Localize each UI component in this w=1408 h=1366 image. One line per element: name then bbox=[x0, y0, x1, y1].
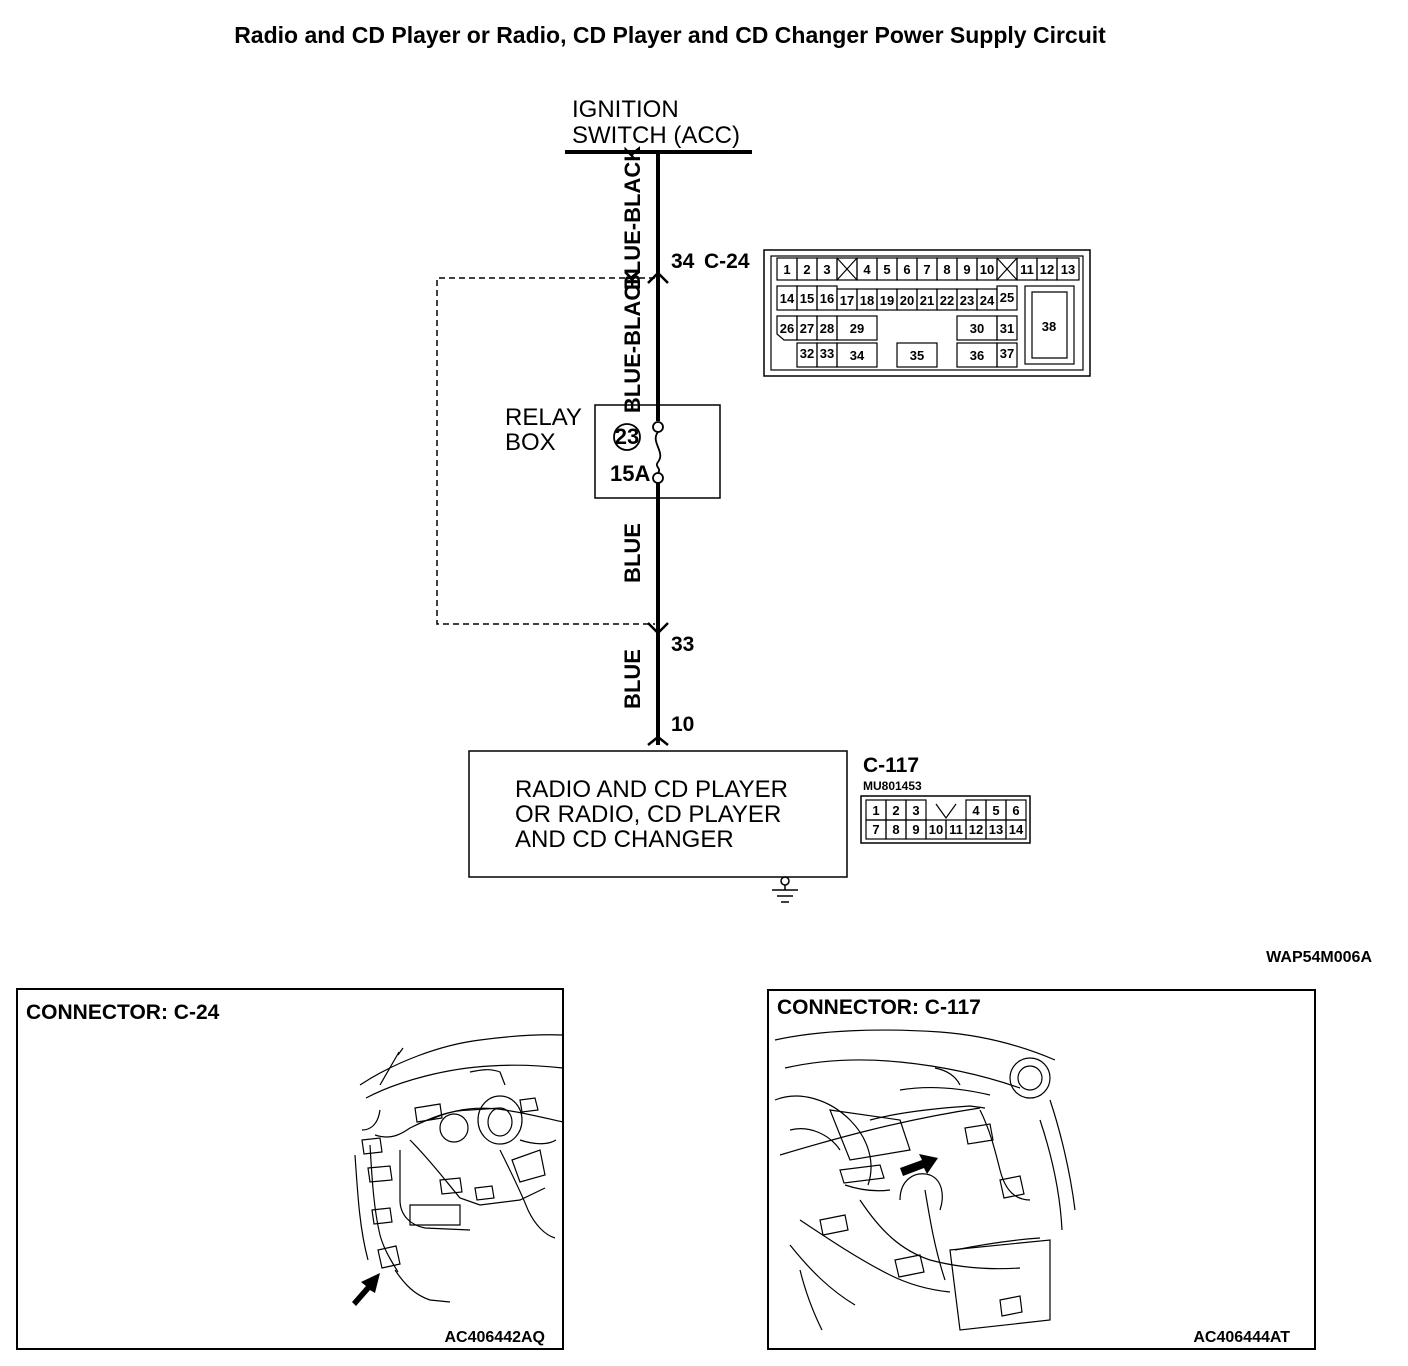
connector-c117-panel-title: CONNECTOR: C-117 bbox=[777, 996, 981, 1019]
c117-pin-4: 4 bbox=[972, 803, 980, 818]
c24-pin-31: 31 bbox=[1000, 321, 1014, 336]
c117-pin-7: 7 bbox=[872, 822, 879, 837]
c24-pin-2: 2 bbox=[803, 262, 810, 277]
c24-pin-29: 29 bbox=[850, 321, 864, 336]
dashboard-harness-illustration-c117 bbox=[774, 1029, 1076, 1331]
relay-box-label-line2: BOX bbox=[505, 429, 556, 456]
relay-box-label-line1: RELAY bbox=[505, 404, 582, 431]
c24-pin-24: 24 bbox=[980, 293, 995, 308]
c24-connector-outline bbox=[436, 277, 655, 625]
fuse-number-circle bbox=[613, 423, 641, 451]
connector-c117-panel: CONNECTOR: C-117 AC406444AT bbox=[767, 989, 1316, 1350]
c24-pin-16: 16 bbox=[820, 291, 834, 306]
c24-pin-8: 8 bbox=[943, 262, 950, 277]
c24-connector-face: 1 2 3 4 5 6 7 8 9 10 11 12 13 14 15 16 1… bbox=[763, 249, 1091, 377]
c24-pin-34-label: 34 bbox=[671, 250, 695, 273]
c117-pin-11: 11 bbox=[949, 822, 963, 837]
c24-pin-5: 5 bbox=[883, 262, 890, 277]
fuse-terminal-bottom-icon bbox=[652, 472, 664, 484]
radio-unit-label-line2: OR RADIO, CD PLAYER bbox=[515, 801, 781, 828]
c117-part-number: MU801453 bbox=[863, 779, 922, 793]
c24-pin-15: 15 bbox=[800, 291, 814, 306]
radio-unit-label-line3: AND CD CHANGER bbox=[515, 826, 734, 853]
diagram-code: WAP54M006A bbox=[1266, 949, 1372, 966]
ground-icon bbox=[772, 876, 798, 903]
c24-pin-20: 20 bbox=[900, 293, 914, 308]
radio-unit-label-line1: RADIO AND CD PLAYER bbox=[515, 776, 788, 803]
c117-pin-10-label: 10 bbox=[671, 713, 694, 736]
c24-pin-19: 19 bbox=[880, 293, 894, 308]
c24-pin-38: 38 bbox=[1042, 319, 1056, 334]
c24-pin-3: 3 bbox=[823, 262, 830, 277]
c24-pin-23: 23 bbox=[960, 293, 974, 308]
c24-pin-14: 14 bbox=[780, 291, 795, 306]
c117-connector-face: 1 2 3 4 5 6 7 8 9 10 11 12 13 14 bbox=[860, 795, 1031, 844]
c24-pin-4: 4 bbox=[863, 262, 871, 277]
c24-pin-25: 25 bbox=[1000, 290, 1014, 305]
c24-pin-6: 6 bbox=[903, 262, 910, 277]
c117-pin-12: 12 bbox=[969, 822, 983, 837]
c24-pin-22: 22 bbox=[940, 293, 954, 308]
c24-pin-9: 9 bbox=[963, 262, 970, 277]
c24-pin-11: 11 bbox=[1020, 262, 1034, 277]
c24-pin-33: 33 bbox=[820, 346, 834, 361]
fuse-terminal-top-icon bbox=[652, 421, 664, 433]
fuse-element-icon bbox=[654, 431, 662, 474]
c24-pin-34: 34 bbox=[850, 348, 865, 363]
c117-pin-5: 5 bbox=[992, 803, 999, 818]
c24-pin33-chevron-icon bbox=[647, 622, 669, 635]
connector-location-arrow-icon bbox=[352, 1273, 380, 1306]
diagram-title: Radio and CD Player or Radio, CD Player … bbox=[234, 22, 1106, 48]
ignition-switch-label-line1: IGNITION bbox=[572, 96, 679, 123]
c24-connector-label: C-24 bbox=[704, 250, 750, 273]
c24-pin-21: 21 bbox=[920, 293, 934, 308]
c117-pin-6: 6 bbox=[1012, 803, 1019, 818]
connector-c24-panel-code: AC406442AQ bbox=[445, 1329, 546, 1346]
c24-pin-17: 17 bbox=[840, 293, 854, 308]
connector-c24-panel-title: CONNECTOR: C-24 bbox=[26, 1001, 220, 1024]
c24-pin-32: 32 bbox=[800, 346, 814, 361]
connector-c117-panel-code: AC406444AT bbox=[1193, 1329, 1290, 1346]
c24-pin-18: 18 bbox=[860, 293, 874, 308]
connector-c24-panel: CONNECTOR: C-24 AC406442AQ bbox=[16, 988, 564, 1350]
c24-pin-35: 35 bbox=[910, 348, 924, 363]
c117-pin-3: 3 bbox=[912, 803, 919, 818]
c117-pin-10: 10 bbox=[929, 822, 943, 837]
wire-color-upper-2: BLUE-BLACK bbox=[620, 269, 645, 413]
wire-color-upper-1: BLUE-BLACK bbox=[620, 146, 645, 290]
c24-pin-27: 27 bbox=[800, 321, 814, 336]
c117-pin-8: 8 bbox=[892, 822, 899, 837]
c117-pin-13: 13 bbox=[989, 822, 1003, 837]
c117-connector-label: C-117 bbox=[863, 754, 919, 777]
connector-location-arrow-icon bbox=[900, 1154, 938, 1176]
fuse-rating: 15A bbox=[610, 461, 650, 486]
dashboard-harness-illustration-c24 bbox=[354, 1034, 564, 1303]
c24-pin-12: 12 bbox=[1040, 262, 1054, 277]
c117-pin-14: 14 bbox=[1009, 822, 1024, 837]
c24-pin-10: 10 bbox=[980, 262, 994, 277]
c117-pin-2: 2 bbox=[892, 803, 899, 818]
c24-pin-33-label: 33 bbox=[671, 633, 694, 656]
wire-color-lower-2: BLUE bbox=[620, 649, 645, 709]
wire-color-lower-1: BLUE bbox=[620, 523, 645, 583]
c117-pin10-chevron-icon bbox=[647, 735, 669, 746]
c24-pin-28: 28 bbox=[820, 321, 834, 336]
c117-pin-1: 1 bbox=[872, 803, 879, 818]
c24-pin-37: 37 bbox=[1000, 346, 1014, 361]
c24-pin-1: 1 bbox=[783, 262, 790, 277]
c117-pin-9: 9 bbox=[912, 822, 919, 837]
ignition-switch-label-line2: SWITCH (ACC) bbox=[572, 122, 740, 149]
c24-pin-13: 13 bbox=[1061, 262, 1075, 277]
c24-pin34-chevron-icon bbox=[647, 271, 669, 284]
fuse-number: 23 bbox=[615, 424, 639, 449]
radio-cd-unit-box bbox=[468, 750, 848, 878]
c24-pin-26: 26 bbox=[780, 321, 794, 336]
c24-pin-30: 30 bbox=[970, 321, 984, 336]
c24-pin-36: 36 bbox=[970, 348, 984, 363]
c24-pin-7: 7 bbox=[923, 262, 930, 277]
